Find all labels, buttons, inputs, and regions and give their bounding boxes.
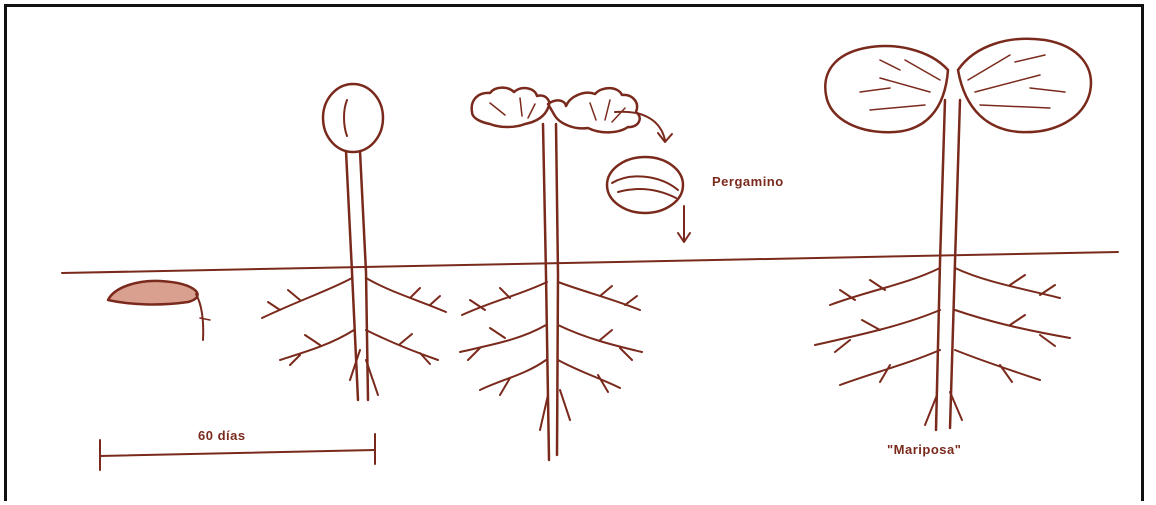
- seed: [108, 281, 198, 305]
- butterfly-roots: [815, 268, 1070, 425]
- butterfly-stem: [936, 100, 945, 430]
- stage-butterfly: [815, 39, 1091, 430]
- leaf-opening-roots: [460, 282, 642, 430]
- stage-soldier: [262, 84, 446, 400]
- duration-label: 60 días: [198, 428, 246, 443]
- parchment-label: Pergamino: [712, 174, 784, 189]
- butterfly-cotyledon-right: [958, 39, 1091, 132]
- soldier-head: [323, 84, 383, 152]
- butterfly-stage-label: "Mariposa": [887, 442, 961, 457]
- stage-leaf-opening: [460, 88, 690, 460]
- stage-seed: [108, 281, 210, 340]
